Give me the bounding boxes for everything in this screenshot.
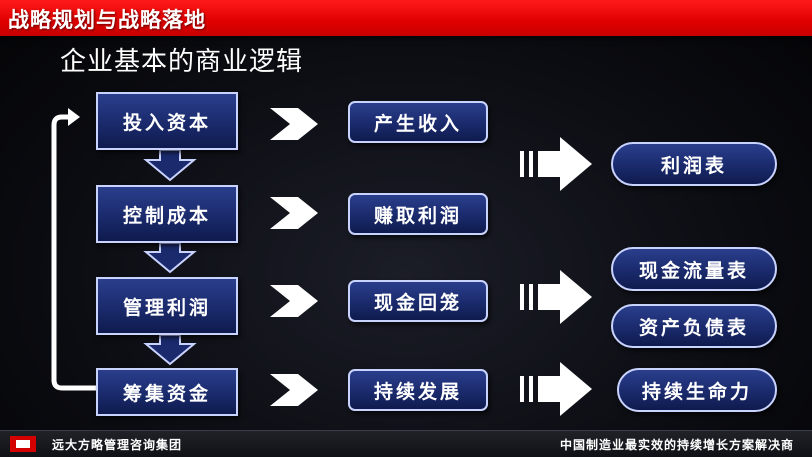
right-pill-balance-sheet: 资产负债表 [611, 304, 777, 348]
chevron-2 [270, 197, 318, 229]
right-pill-cash-flow-statement: 现金流量表 [611, 247, 777, 291]
right-pill-income-statement: 利润表 [611, 142, 777, 186]
footer-slogan: 中国制造业最实效的持续增长方案解决商 [559, 438, 794, 452]
down-arrow-2 [143, 242, 197, 274]
chevron-1 [270, 108, 318, 140]
middle-box-sustainable-growth: 持续发展 [348, 369, 488, 411]
down-arrow-3 [143, 334, 197, 366]
down-arrow-1 [143, 149, 197, 182]
footer-bar: 远大方略管理咨询集团 中国制造业最实效的持续增长方案解决商 [0, 430, 812, 457]
middle-box-generate-revenue: 产生收入 [348, 101, 488, 143]
loop-back-arrow [51, 114, 96, 391]
chevron-4 [270, 374, 318, 406]
chevron-3 [270, 285, 318, 317]
left-box-manage-profit: 管理利润 [96, 277, 238, 335]
block-arrow-2 [520, 270, 592, 324]
header-title: 战略规划与战略落地 [8, 8, 206, 32]
block-arrow-3 [520, 362, 592, 416]
left-box-raise-funds: 筹集资金 [96, 368, 238, 416]
slide-subtitle: 企业基本的商业逻辑 [60, 47, 304, 77]
block-arrow-1 [520, 137, 592, 191]
right-pill-sustainable-vitality: 持续生命力 [617, 368, 777, 412]
middle-box-cash-return: 现金回笼 [348, 280, 488, 322]
loop-back-arrow-head [68, 108, 80, 126]
footer-company: 远大方略管理咨询集团 [52, 438, 183, 452]
header-bar: 战略规划与战略落地 [0, 0, 812, 36]
left-box-invest-capital: 投入资本 [96, 92, 238, 150]
middle-box-earn-profit: 赚取利润 [348, 193, 488, 235]
left-box-control-cost: 控制成本 [96, 185, 238, 243]
company-logo-icon [10, 436, 36, 452]
